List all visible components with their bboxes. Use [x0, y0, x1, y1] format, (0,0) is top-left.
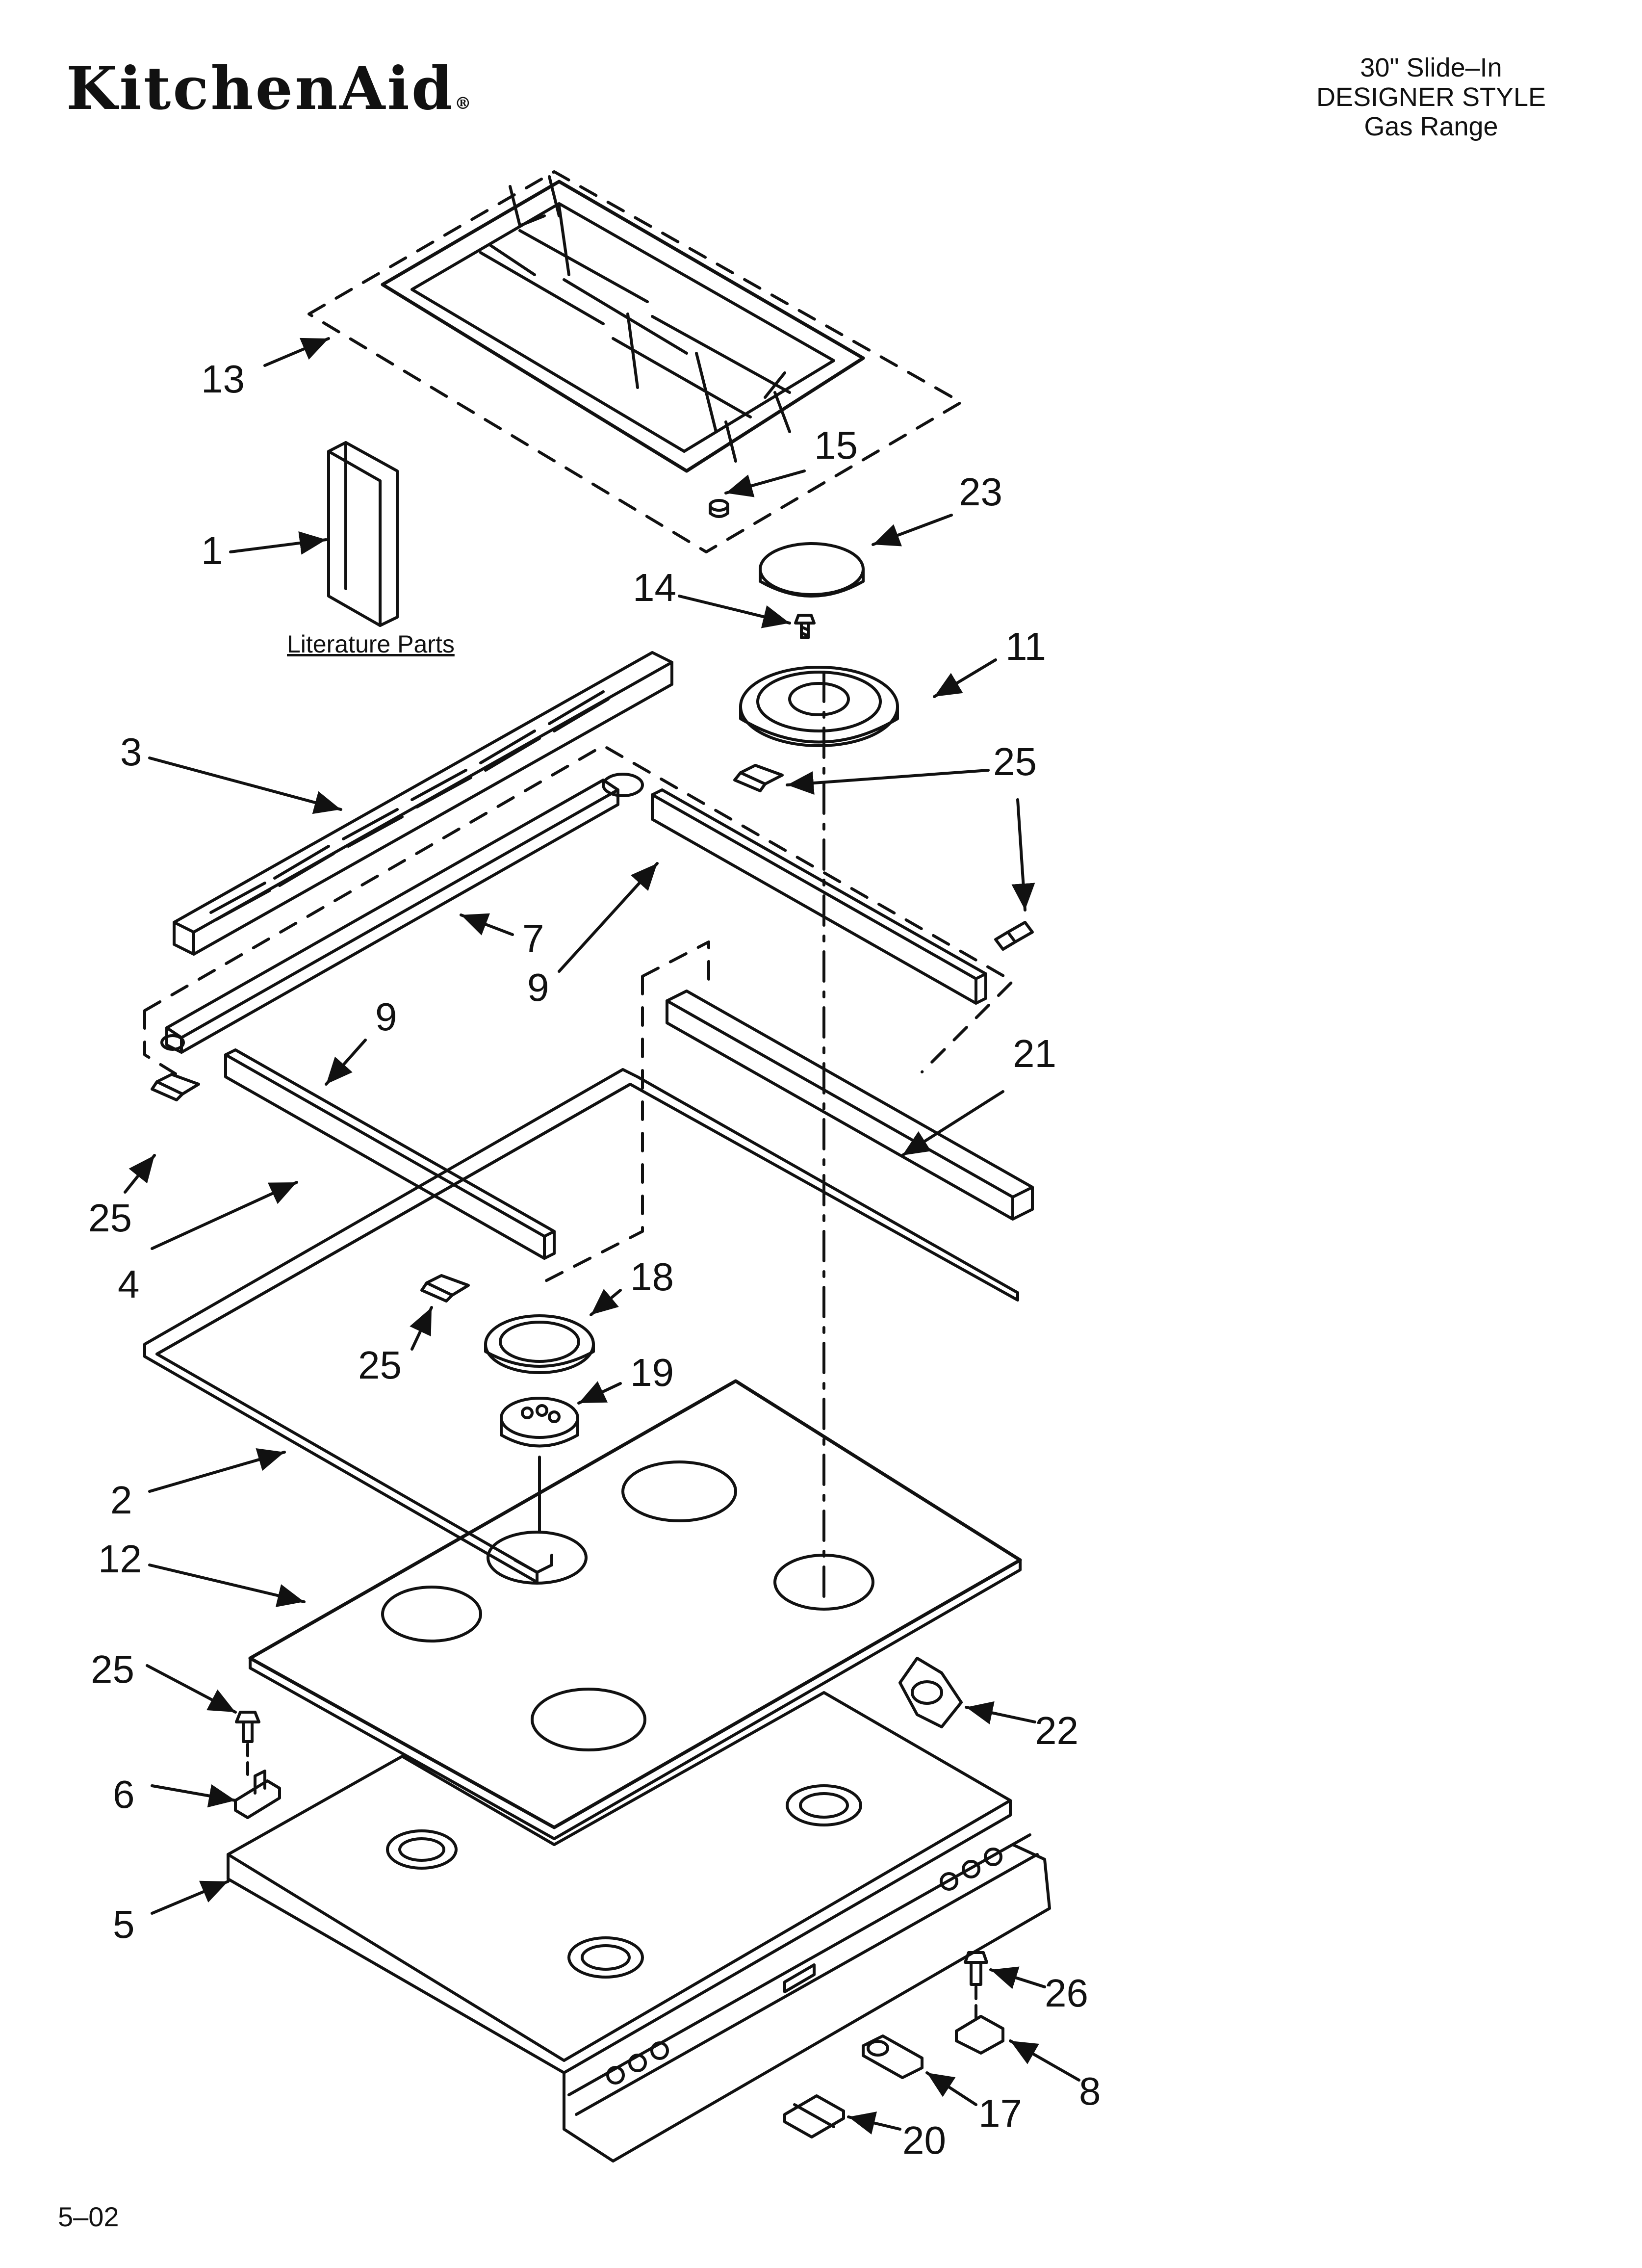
callout-3: 3 — [120, 730, 142, 774]
model-style: DESIGNER STYLE — [1316, 82, 1546, 112]
screw-14 — [794, 614, 816, 639]
callout-15: 15 — [814, 423, 858, 467]
callout-9-rear: 9 — [527, 965, 549, 1009]
callout-26: 26 — [1045, 1971, 1088, 2015]
callout-5: 5 — [113, 1903, 135, 1946]
leader-arrows — [124, 337, 1080, 2135]
bracket-8 — [955, 2015, 1004, 2055]
mounting-clip — [234, 1770, 281, 1819]
burner-grate — [381, 175, 865, 473]
callout-20: 20 — [902, 2118, 946, 2162]
spark-ignitor — [862, 2034, 924, 2079]
callout-13: 13 — [201, 357, 245, 401]
callout-19: 19 — [630, 1351, 674, 1394]
screw-25-mid — [420, 1274, 470, 1303]
callout-2: 2 — [110, 1478, 132, 1522]
spark-switch — [783, 2094, 845, 2138]
callout-23: 23 — [959, 470, 1002, 514]
manifold-rail — [160, 773, 644, 1054]
literature-parts-booklet — [327, 441, 399, 627]
burner-head — [500, 1397, 579, 1448]
model-type: Gas Range — [1364, 112, 1498, 141]
screw-25-left — [151, 1073, 200, 1101]
callout-4: 4 — [118, 1262, 140, 1306]
literature-parts-label: Literature Parts — [287, 630, 455, 658]
burner-box — [227, 1691, 1051, 2163]
model-size: 30" Slide–In — [1360, 53, 1502, 82]
callout-25-left: 25 — [88, 1196, 132, 1240]
callout-25-top: 25 — [993, 740, 1037, 783]
rear-vent-trim — [173, 651, 673, 956]
screw-26 — [964, 1951, 988, 1986]
callout-7: 7 — [522, 916, 544, 960]
screw-25-lower — [235, 1711, 260, 1743]
callout-14: 14 — [633, 566, 676, 609]
callout-25-lower: 25 — [91, 1647, 134, 1691]
burner-base — [739, 666, 899, 747]
callout-9-front: 9 — [375, 995, 397, 1039]
grate-foot — [709, 499, 729, 518]
cooktop-panel — [248, 1379, 1022, 1840]
grate-dashed-outline — [308, 170, 963, 553]
manifold-dashed-outline — [143, 744, 1014, 1076]
callout-12: 12 — [98, 1537, 142, 1581]
brand-logo: KitchenAid® — [66, 54, 471, 123]
callout-17: 17 — [978, 2091, 1022, 2135]
callout-22: 22 — [1035, 1709, 1078, 1752]
rear-support-rail — [651, 788, 987, 1005]
burner-ring — [484, 1314, 595, 1374]
document-date: 5–02 — [58, 2201, 119, 2232]
callout-labels: 13 15 23 1 14 11 3 25 7 9 9 21 25 4 18 2… — [88, 357, 1101, 2162]
valve-bracket — [898, 1657, 963, 1728]
callout-18: 18 — [630, 1255, 674, 1299]
callout-25-mid: 25 — [358, 1343, 402, 1387]
side-trim-strip — [666, 990, 1034, 1221]
burner-cap — [759, 542, 865, 598]
callout-21: 21 — [1013, 1032, 1056, 1075]
screw-25-right — [994, 921, 1034, 951]
callout-6: 6 — [113, 1773, 135, 1816]
cooktop-frame — [143, 1068, 1019, 1584]
screw-25-rear — [733, 764, 784, 792]
model-description: 30" Slide–In DESIGNER STYLE Gas Range — [1294, 53, 1568, 141]
side-trim-dashed-outline — [536, 940, 710, 1287]
callout-1: 1 — [201, 529, 223, 573]
callout-11: 11 — [1005, 625, 1046, 668]
callout-8: 8 — [1079, 2069, 1101, 2113]
